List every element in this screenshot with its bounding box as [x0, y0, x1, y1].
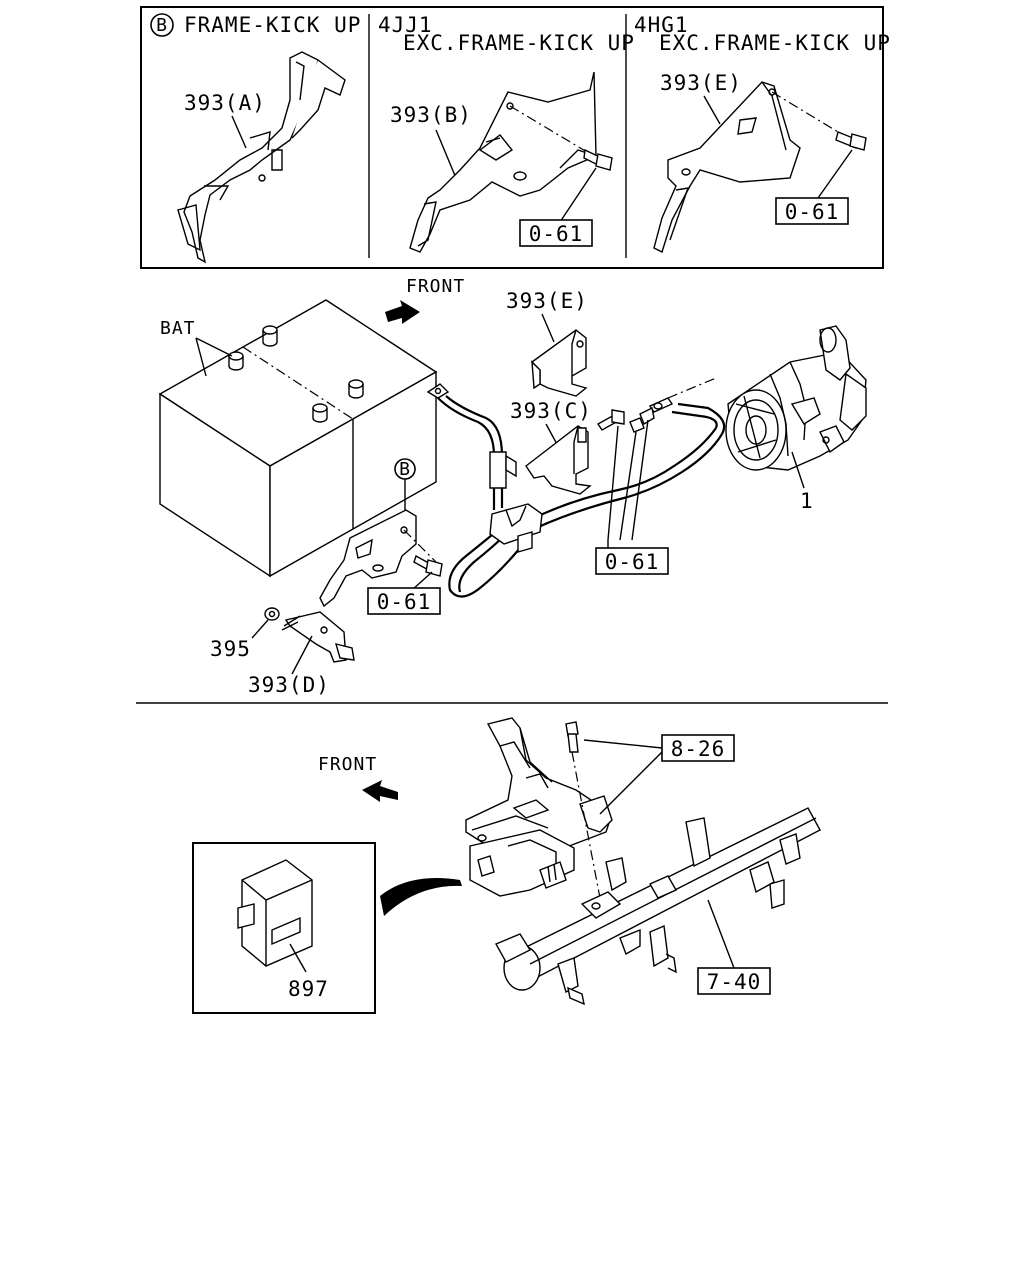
ref-box-0-61-cable — [595, 547, 669, 575]
bolts-0-61-cable — [596, 406, 655, 433]
panel-4hg1-engine: 4HG1 — [634, 13, 689, 37]
bolt-0-61-4jj1 — [583, 148, 613, 171]
ref-box-0-61-4jj1 — [519, 219, 593, 247]
bracket-393c-main — [525, 425, 592, 495]
battery-terminal-3 — [348, 379, 364, 399]
pointer-arrow-icon — [380, 878, 462, 916]
battery-section: FRONT BAT — [158, 276, 867, 697]
bracket-393d-drawing — [281, 611, 355, 663]
battery-terminal-2 — [228, 351, 244, 371]
ref-label-0-61-bracket-b: 0-61 — [377, 590, 432, 614]
battery-drawing — [158, 299, 438, 578]
front-arrow-top-icon — [385, 300, 420, 324]
part-label-393d: 393(D) — [248, 673, 330, 697]
detail-b-marker: B — [150, 13, 174, 37]
battery-terminal-1 — [262, 325, 278, 347]
controller-bracket-drawing — [465, 717, 613, 897]
panel-4hg1-condition: EXC.FRAME-KICK UP — [659, 31, 891, 55]
battery-label: BAT — [160, 318, 196, 339]
frame-tube-drawing — [495, 807, 821, 1006]
controller-section: FRONT 8-26 — [192, 717, 821, 1014]
bracket-393a-drawing — [177, 51, 346, 264]
bolts-8-26-drawing — [565, 721, 579, 753]
bracket-393e-drawing — [653, 81, 801, 253]
control-module-897-drawing — [237, 859, 313, 967]
ref-label-8-26: 8-26 — [671, 737, 726, 761]
part-label-starter: 1 — [800, 489, 814, 513]
ref-label-0-61-4hg1: 0-61 — [785, 200, 840, 224]
module-inset-frame — [192, 842, 376, 1014]
bracket-393e-main — [530, 329, 588, 397]
battery-cable-drawing — [426, 377, 726, 598]
nut-395-drawing — [264, 607, 280, 621]
front-arrow-bottom-icon — [362, 780, 398, 802]
ref-box-8-26 — [661, 734, 735, 762]
ref-box-0-61-bracket-b — [367, 587, 441, 615]
panel-b-title: FRAME-KICK UP — [184, 13, 361, 37]
part-label-393e-inset: 393(E) — [660, 71, 742, 95]
front-label-top: FRONT — [406, 276, 465, 297]
panel-frame-kick-up: B FRAME-KICK UP 393(A) — [150, 13, 361, 264]
part-label-393e: 393(E) — [506, 289, 588, 313]
bolt-0-61-4hg1 — [835, 131, 867, 151]
part-label-393b: 393(B) — [390, 103, 472, 127]
panel-4jj1-engine: 4JJ1 — [378, 13, 433, 37]
ref-label-7-40: 7-40 — [707, 970, 762, 994]
starter-motor-drawing — [725, 325, 867, 471]
bracket-b-main — [319, 509, 417, 608]
panel-4hg1: 4HG1 EXC.FRAME-KICK UP 393(E) 0-61 — [634, 13, 891, 253]
ref-box-7-40 — [697, 967, 771, 995]
ref-label-0-61-cable: 0-61 — [605, 550, 660, 574]
detail-b-letter: B — [156, 15, 168, 36]
ref-label-0-61-4jj1: 0-61 — [529, 222, 584, 246]
panel-4jj1-condition: EXC.FRAME-KICK UP — [403, 31, 635, 55]
panel-4jj1: 4JJ1 EXC.FRAME-KICK UP 393(B) 0-61 — [378, 13, 635, 253]
part-label-395: 395 — [210, 637, 251, 661]
inset-frame — [140, 6, 884, 269]
part-label-897: 897 — [288, 977, 329, 1001]
bracket-393b-drawing — [409, 71, 597, 253]
part-label-393c: 393(C) — [510, 399, 592, 423]
bolt-0-61-bracket-b — [413, 554, 443, 577]
front-label-bottom: FRONT — [318, 754, 377, 775]
detail-b-letter-main: B — [399, 459, 411, 480]
battery-terminal-4 — [312, 403, 328, 423]
ref-box-0-61-4hg1 — [775, 197, 849, 225]
part-label-393a: 393(A) — [184, 91, 266, 115]
